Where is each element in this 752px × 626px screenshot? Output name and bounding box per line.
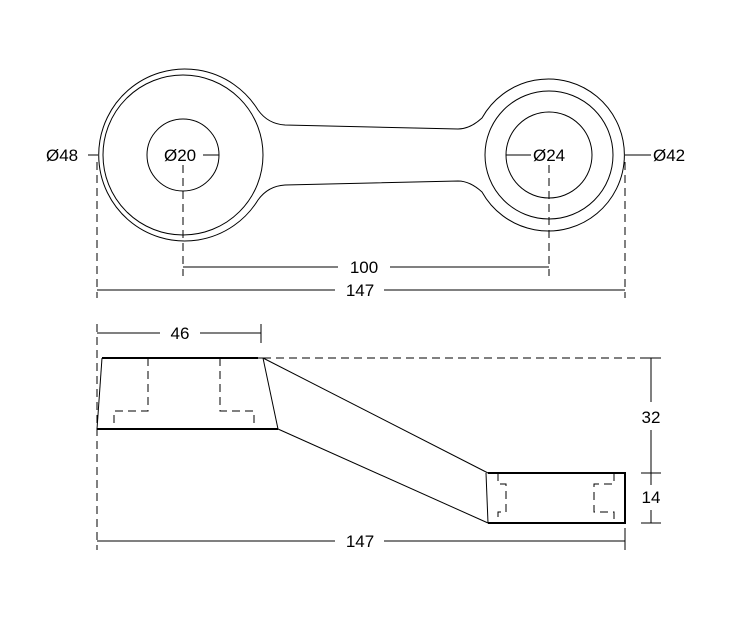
outline-outer <box>98 68 625 242</box>
label-left-outer-diameter: Ø48 <box>46 146 78 165</box>
side-view: 46 32 14 147 <box>96 324 662 551</box>
label-left-hole-diameter: Ø20 <box>164 146 196 165</box>
label-center-distance: 100 <box>350 258 378 277</box>
hidden-line-right-2 <box>593 473 615 523</box>
label-right-hole-diameter: Ø24 <box>533 146 565 165</box>
arm-top <box>262 357 489 474</box>
label-side-overall-length: 147 <box>346 532 374 551</box>
left-block-left-edge <box>96 357 103 430</box>
hidden-line-left-1 <box>113 358 149 429</box>
arm-bottom <box>277 428 489 524</box>
label-rise-height: 32 <box>642 408 661 427</box>
hidden-line-right-1 <box>497 473 507 523</box>
right-block-left-edge <box>485 472 489 524</box>
label-right-block-height: 14 <box>642 488 661 507</box>
label-right-outer-diameter: Ø42 <box>653 146 685 165</box>
right-block-outline <box>488 472 626 524</box>
hidden-line-left-2 <box>219 358 255 429</box>
left-block-right-edge <box>258 357 279 430</box>
label-top-overall-length: 147 <box>346 281 374 300</box>
label-left-block-width: 46 <box>171 324 190 343</box>
top-view: Ø48 Ø20 Ø24 Ø42 100 147 <box>46 68 685 300</box>
